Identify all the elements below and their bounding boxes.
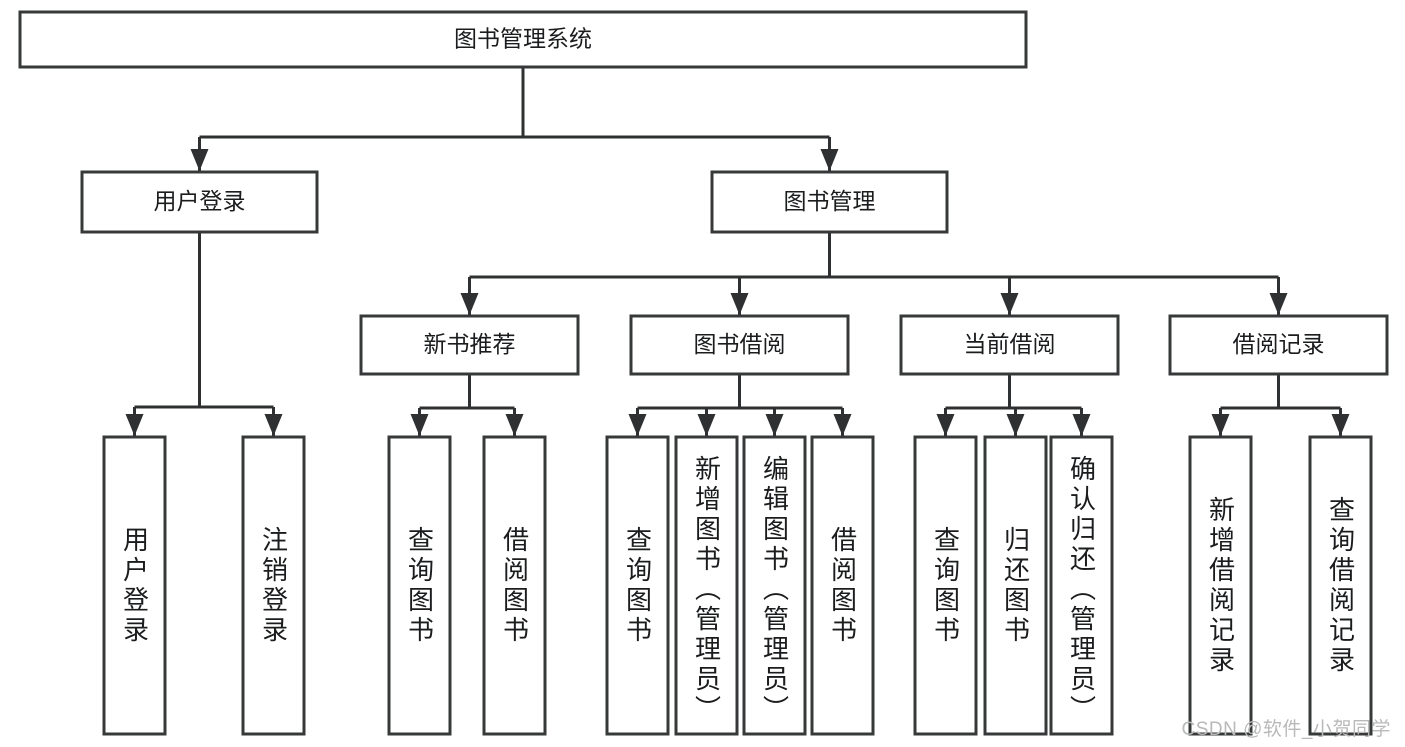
level2-arrow-0 — [190, 149, 209, 171]
root-box-图书管理系统[interactable] — [18, 10, 1028, 69]
leaf-box-0[interactable] — [102, 435, 167, 736]
level3-box-图书借阅[interactable] — [629, 314, 850, 376]
node-box-layer — [18, 10, 1389, 736]
leaf-arrow-10 — [1072, 414, 1091, 436]
level3-label-图书借阅: 图书借阅 — [694, 331, 786, 357]
leaf-arrow-12 — [1331, 414, 1350, 436]
level3-label-当前借阅: 当前借阅 — [964, 331, 1056, 357]
level3-arrow-2 — [1000, 293, 1019, 315]
leaf-box-5[interactable] — [674, 435, 739, 736]
level2-box-图书管理[interactable] — [710, 170, 949, 234]
leaf-box-7[interactable] — [810, 435, 875, 736]
level3-box-新书推荐[interactable] — [359, 314, 580, 376]
leaf-box-10[interactable] — [1049, 435, 1114, 736]
leaf-box-4[interactable] — [605, 435, 670, 736]
leaf-arrow-11 — [1211, 414, 1230, 436]
root-label-图书管理系统: 图书管理系统 — [454, 26, 592, 52]
level2-box-用户登录[interactable] — [80, 170, 319, 234]
leaf-box-8[interactable] — [913, 435, 978, 736]
level3-arrow-1 — [730, 293, 749, 315]
leaf-arrow-9 — [1006, 414, 1025, 436]
leaf-box-3[interactable] — [482, 435, 547, 736]
level3-box-借阅记录[interactable] — [1168, 314, 1389, 376]
level3-label-借阅记录: 借阅记录 — [1233, 331, 1325, 357]
watermark-text: CSDN @软件_小贺同学 — [1181, 719, 1391, 740]
level2-label-用户登录: 用户登录 — [154, 188, 246, 214]
level3-arrow-3 — [1269, 293, 1288, 315]
leaf-arrow-6 — [765, 414, 784, 436]
leaf-arrow-0 — [125, 414, 144, 436]
level3-label-新书推荐: 新书推荐 — [424, 331, 516, 357]
leaf-box-12[interactable] — [1308, 435, 1373, 736]
leaf-arrow-4 — [628, 414, 647, 436]
leaf-arrow-8 — [936, 414, 955, 436]
leaf-box-2[interactable] — [387, 435, 452, 736]
level3-box-当前借阅[interactable] — [899, 314, 1120, 376]
leaf-arrow-7 — [833, 414, 852, 436]
leaf-arrow-5 — [697, 414, 716, 436]
level3-arrow-0 — [460, 293, 479, 315]
level2-arrow-1 — [820, 149, 839, 171]
leaf-box-1[interactable] — [241, 435, 306, 736]
leaf-arrow-1 — [264, 414, 283, 436]
connector-layer — [125, 67, 1350, 436]
leaf-box-11[interactable] — [1188, 435, 1253, 736]
leaf-arrow-2 — [410, 414, 429, 436]
leaf-box-6[interactable] — [742, 435, 807, 736]
leaf-box-9[interactable] — [983, 435, 1048, 736]
level2-label-图书管理: 图书管理 — [784, 188, 876, 214]
leaf-arrow-3 — [505, 414, 524, 436]
